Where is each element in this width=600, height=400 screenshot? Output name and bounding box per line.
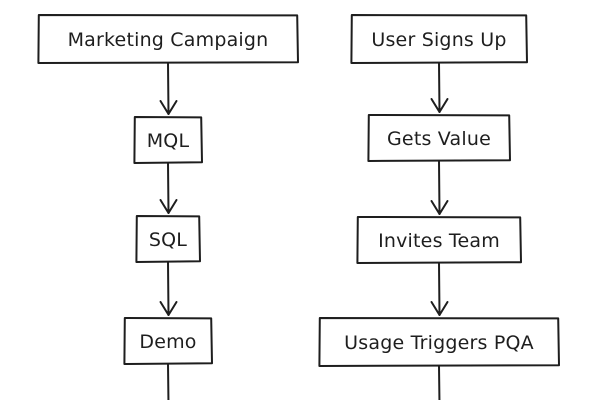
arrow-shaft bbox=[438, 365, 441, 400]
node-user-signs-up: User Signs Up bbox=[350, 14, 528, 64]
arrow-shaft bbox=[167, 261, 170, 316]
node-box bbox=[37, 14, 299, 64]
arrow-invites-team-to-usage-triggers-pqa bbox=[430, 262, 449, 316]
node-sql: SQL bbox=[135, 215, 201, 263]
arrow-shaft bbox=[438, 62, 441, 113]
node-box bbox=[123, 317, 213, 365]
arrow-head bbox=[159, 199, 178, 214]
node-usage-triggers-pqa: Usage Triggers PQA bbox=[318, 317, 560, 367]
arrow-sql-to-demo bbox=[159, 261, 178, 316]
edges-layer bbox=[159, 62, 449, 400]
node-label: Marketing Campaign bbox=[68, 29, 269, 51]
node-invites-team: Invites Team bbox=[356, 216, 522, 264]
node-box bbox=[133, 116, 203, 164]
arrow-shaft bbox=[167, 363, 170, 400]
arrow-head bbox=[430, 98, 449, 113]
node-label: Demo bbox=[139, 331, 196, 353]
node-box bbox=[135, 215, 201, 263]
node-box bbox=[356, 216, 522, 264]
arrow-shaft bbox=[167, 62, 170, 115]
node-label: User Signs Up bbox=[371, 29, 506, 51]
node-box bbox=[367, 114, 511, 162]
arrow-head bbox=[430, 200, 449, 215]
arrow-mql-to-sql bbox=[159, 162, 178, 214]
arrow-gets-value-to-invites-team bbox=[430, 160, 449, 215]
arrow-head bbox=[430, 301, 449, 316]
node-marketing-campaign: Marketing Campaign bbox=[37, 14, 299, 64]
node-demo: Demo bbox=[123, 317, 213, 365]
node-label: Gets Value bbox=[387, 128, 491, 150]
node-label: MQL bbox=[147, 130, 190, 152]
node-gets-value: Gets Value bbox=[367, 114, 511, 162]
node-mql: MQL bbox=[133, 116, 203, 164]
arrow-demo-out bbox=[167, 363, 170, 400]
arrow-user-signs-up-to-gets-value bbox=[430, 62, 449, 113]
node-box bbox=[318, 317, 560, 367]
arrow-usage-triggers-pqa-out bbox=[438, 365, 441, 400]
node-label: Invites Team bbox=[378, 230, 500, 252]
node-box bbox=[350, 14, 528, 64]
node-label: SQL bbox=[149, 229, 187, 251]
arrow-shaft bbox=[167, 162, 170, 214]
arrow-head bbox=[159, 301, 178, 316]
node-label: Usage Triggers PQA bbox=[344, 332, 534, 354]
arrow-head bbox=[159, 100, 178, 115]
arrow-shaft bbox=[438, 160, 441, 215]
arrow-marketing-campaign-to-mql bbox=[159, 62, 178, 115]
arrow-shaft bbox=[438, 262, 441, 316]
